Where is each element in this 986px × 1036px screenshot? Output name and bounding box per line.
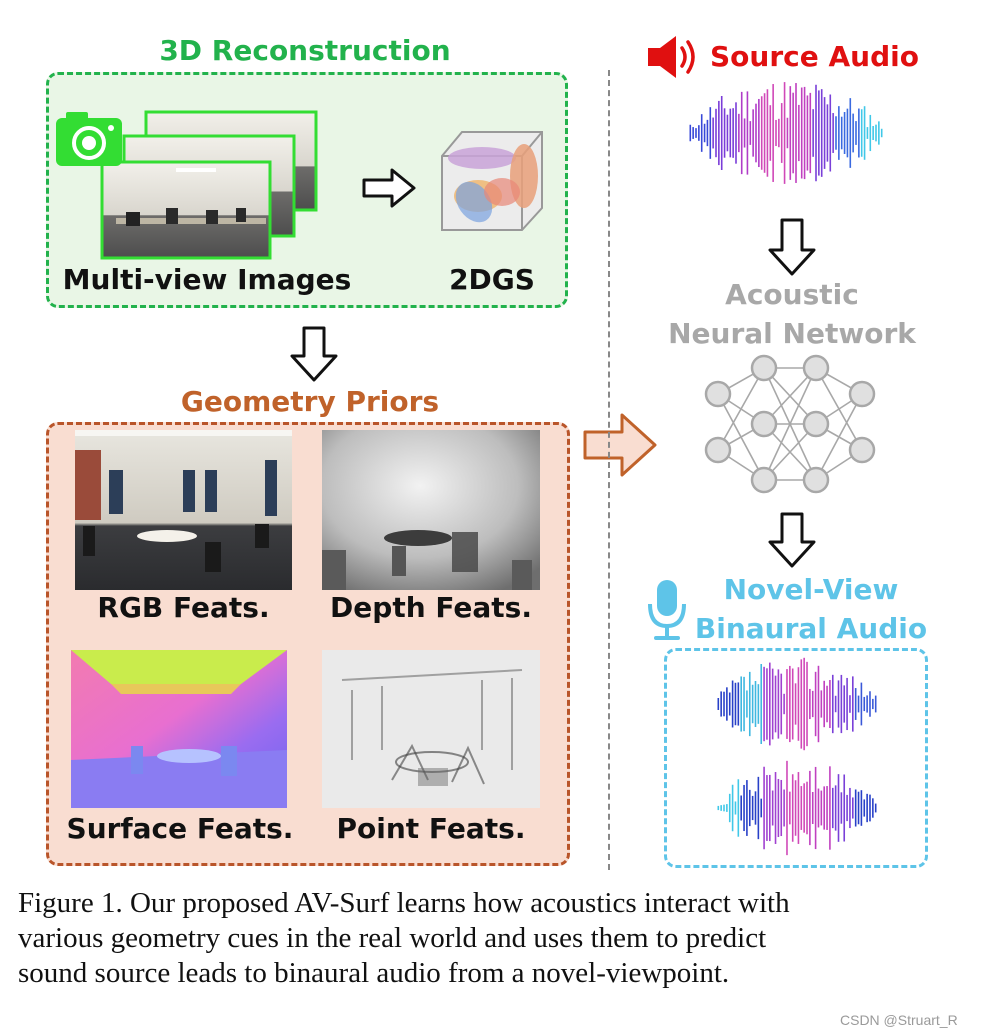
point-label: Point Feats. [336,812,526,845]
surface-image [71,650,287,808]
novel-label-line2: Binaural Audio [694,612,928,645]
multiview-images [56,108,326,260]
binaural-waveform-left [714,654,880,754]
network-label-line1: Acoustic [725,278,859,311]
section-divider [608,70,610,870]
gs-label: 2DGS [449,263,535,296]
multiview-label: Multi-view Images [62,263,352,296]
caption-line: Figure 1. Our proposed AV-Surf learns ho… [18,887,790,919]
down-arrow-icon [768,512,816,568]
neural-network-icon [700,352,880,496]
down-arrow-icon [290,326,338,382]
network-label-line2: Neural Network [668,317,916,350]
source-waveform [686,74,886,192]
caption-line: sound source leads to binaural audio fro… [18,957,730,989]
depth-label: Depth Feats. [330,591,532,624]
speaker-icon [646,34,702,80]
down-arrow-icon [768,218,816,276]
gaussian-cube-icon [432,126,548,236]
priors-title: Geometry Priors [180,385,440,418]
reconstruction-arrow-icon [362,168,416,208]
source-audio-label: Source Audio [710,40,919,73]
figure-caption: Figure 1. Our proposed AV-Surf learns ho… [18,886,948,991]
surface-label: Surface Feats. [66,812,294,845]
caption-line: various geometry cues in the real world … [18,922,767,954]
novel-label-line1: Novel-View [723,573,899,606]
depth-image [322,430,540,590]
microphone-icon [646,578,688,642]
rgb-image [75,430,292,590]
binaural-waveform-right [714,758,880,858]
point-image [322,650,540,808]
rgb-label: RGB Feats. [97,591,270,624]
priors-arrow-icon [582,412,658,478]
reconstruction-title: 3D Reconstruction [159,34,451,67]
binaural-panel [664,648,928,868]
watermark: CSDN @Struart_R [840,1012,958,1028]
